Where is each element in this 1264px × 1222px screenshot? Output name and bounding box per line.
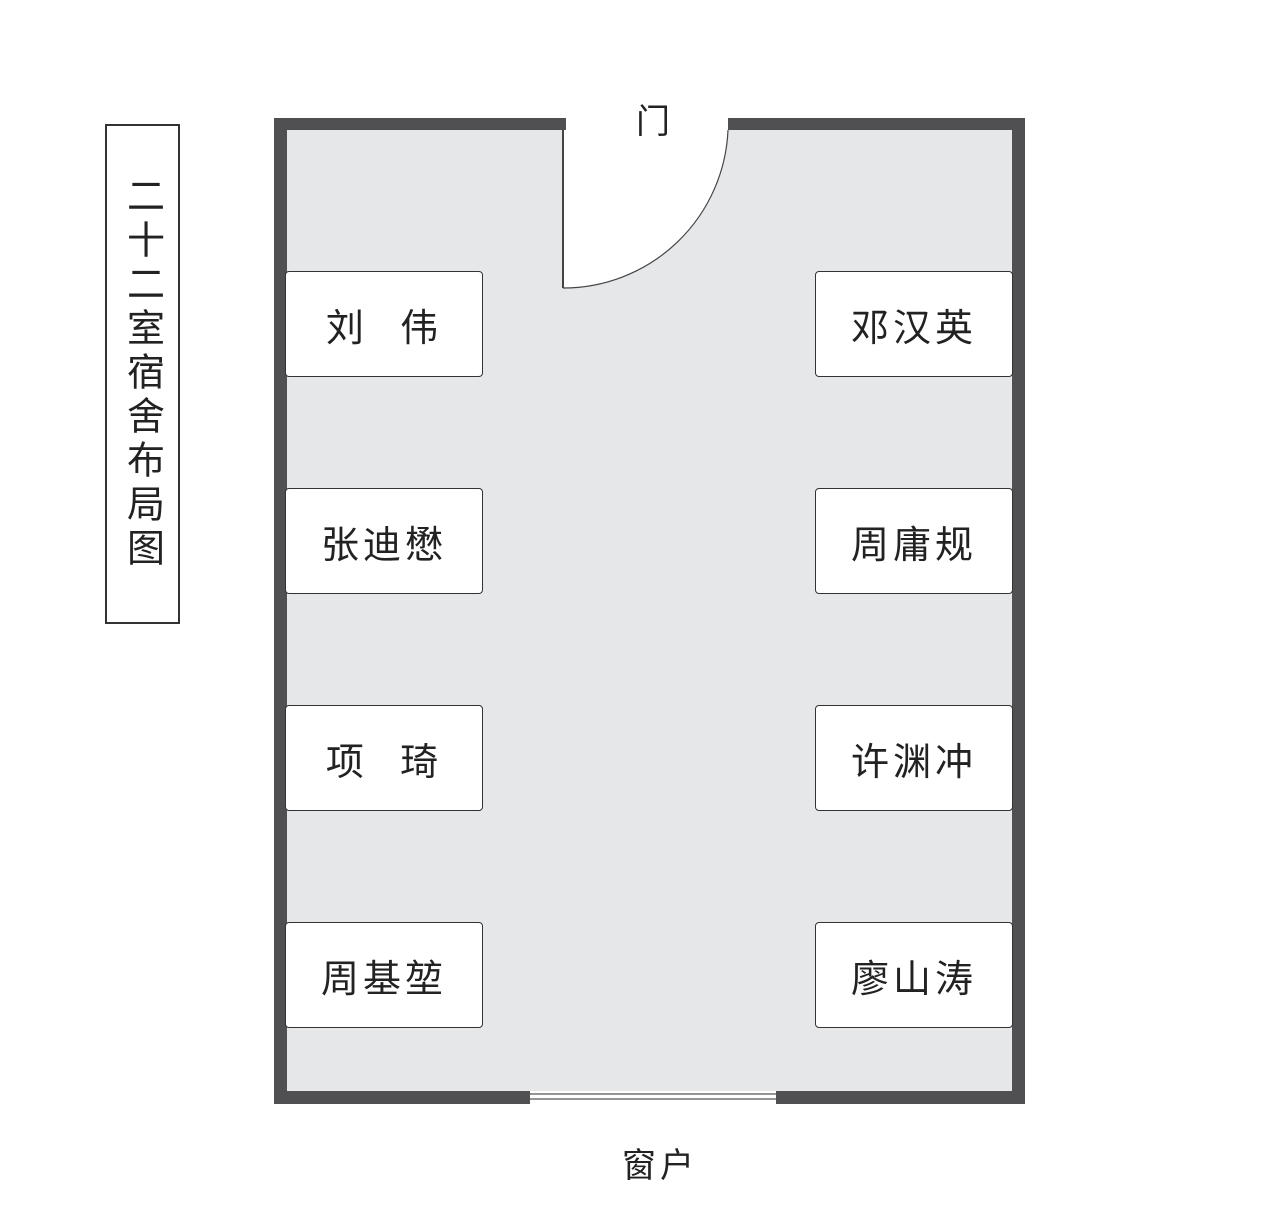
door-opening bbox=[566, 118, 728, 130]
wall-top-left bbox=[274, 118, 566, 130]
bed-left-1: 刘 伟 bbox=[285, 271, 483, 377]
wall-right bbox=[1012, 118, 1025, 1104]
wall-bottom-right bbox=[776, 1091, 1025, 1104]
door-swing-area bbox=[563, 130, 728, 289]
bed-name: 廖山涛 bbox=[850, 956, 977, 1001]
bed-name: 周庸规 bbox=[850, 522, 977, 567]
window-label: 窗户 bbox=[622, 1146, 698, 1186]
bed-left-3: 项 琦 bbox=[285, 705, 483, 811]
door-arc bbox=[562, 129, 729, 289]
bed-name: 许渊冲 bbox=[850, 739, 977, 784]
wall-bottom-left bbox=[274, 1091, 530, 1104]
bed-right-4: 廖山涛 bbox=[815, 922, 1013, 1028]
title-box: 二十二室宿舍布局图 bbox=[105, 124, 180, 624]
wall-top-right bbox=[728, 118, 1025, 130]
bed-name: 项 琦 bbox=[325, 739, 443, 784]
door-label: 门 bbox=[636, 102, 670, 142]
wall-left bbox=[274, 118, 287, 1104]
bed-left-4: 周基堃 bbox=[285, 922, 483, 1028]
bed-name: 张迪懋 bbox=[320, 522, 447, 567]
bed-right-1: 邓汉英 bbox=[815, 271, 1013, 377]
bed-right-2: 周庸规 bbox=[815, 488, 1013, 594]
window bbox=[530, 1091, 776, 1104]
bed-right-3: 许渊冲 bbox=[815, 705, 1013, 811]
diagram-title: 二十二室宿舍布局图 bbox=[120, 176, 165, 572]
bed-name: 周基堃 bbox=[320, 956, 447, 1001]
bed-name: 邓汉英 bbox=[850, 305, 977, 350]
bed-name: 刘 伟 bbox=[325, 305, 443, 350]
bed-left-2: 张迪懋 bbox=[285, 488, 483, 594]
